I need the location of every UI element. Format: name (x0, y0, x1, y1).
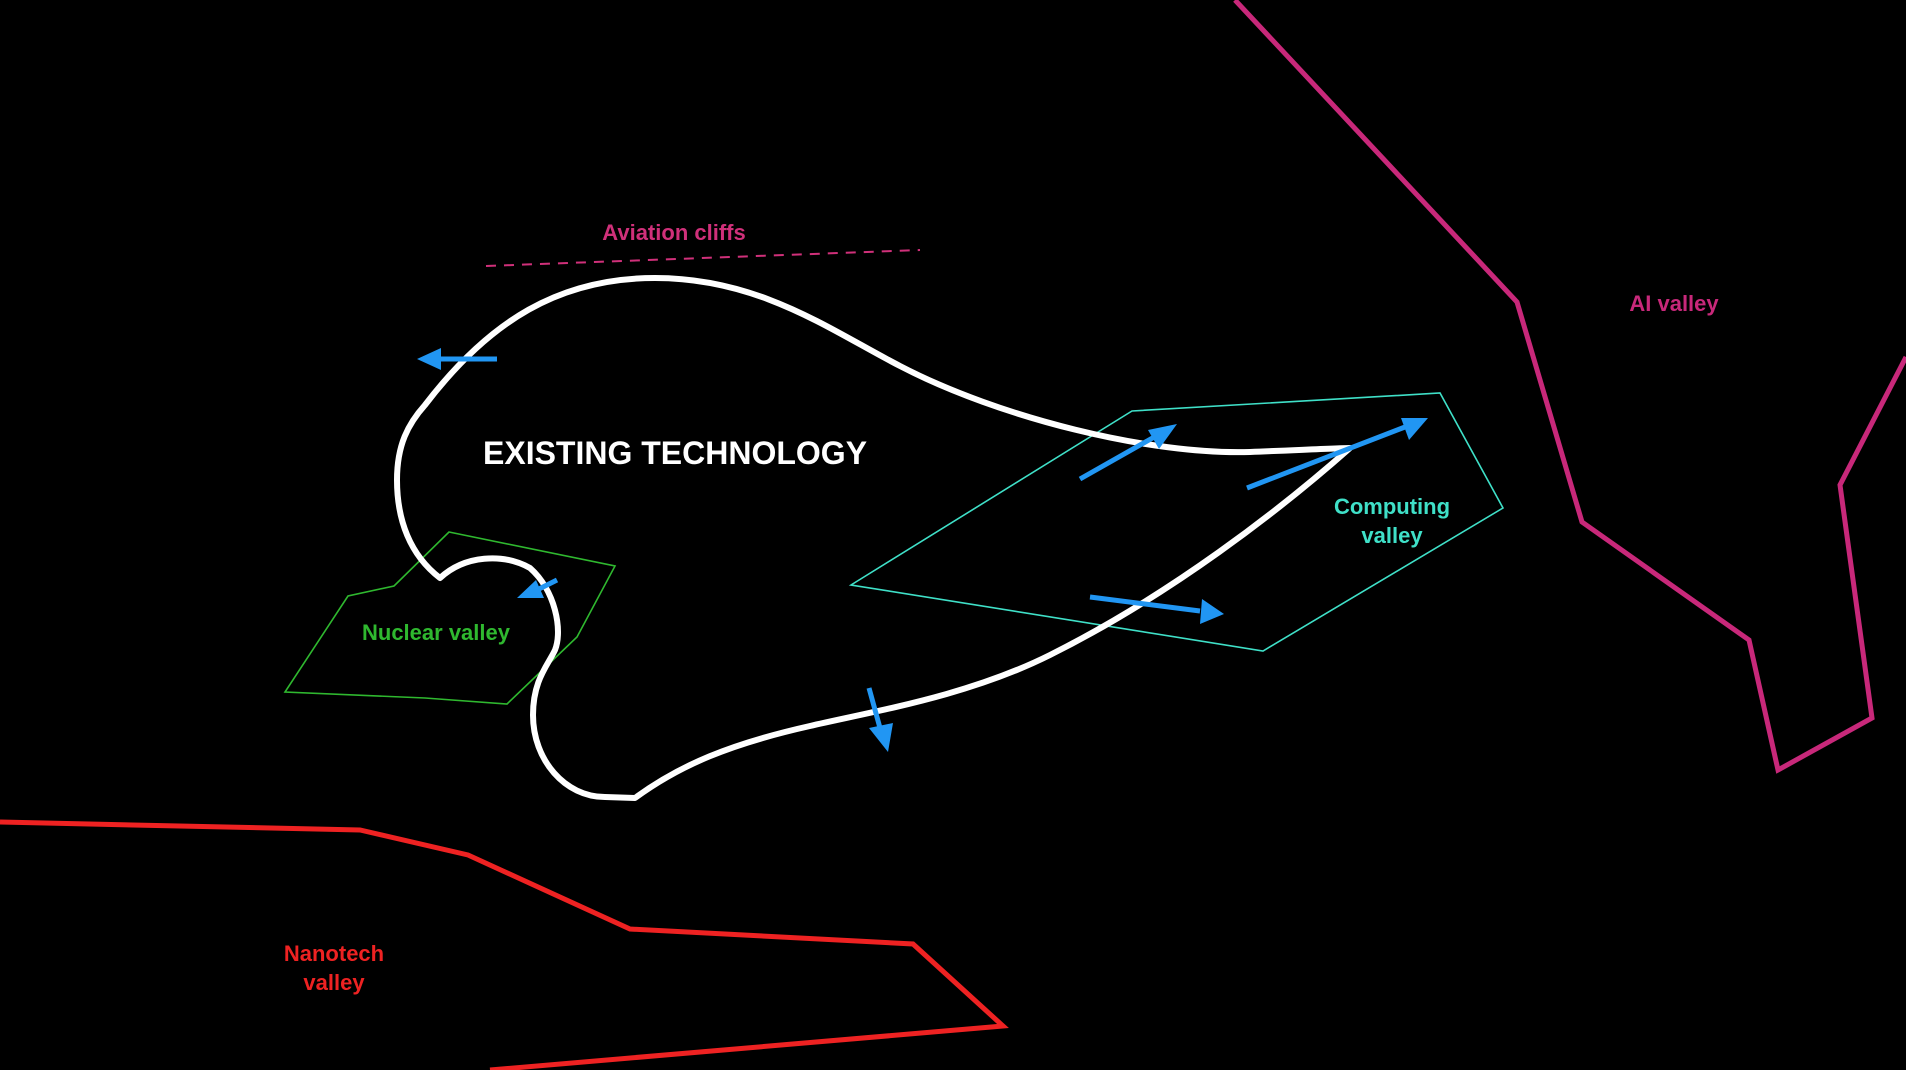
arrow-into-computing-upper (1078, 424, 1177, 482)
computing-valley-label-line2: valley (1361, 523, 1423, 548)
nuclear-valley-label: Nuclear valley (362, 620, 511, 645)
existing-technology-label: EXISTING TECHNOLOGY (483, 435, 867, 471)
ai-valley-boundary (1233, 0, 1906, 774)
nanotech-valley-boundary (0, 819, 1009, 1070)
nuclear-valley-region (283, 531, 617, 705)
existing-technology-boundary (394, 275, 1353, 801)
aviation-cliffs-line (485, 249, 921, 267)
nanotech-valley-label-line1: Nanotech (284, 941, 384, 966)
arrow-into-computing-lower (1089, 594, 1224, 624)
computing-valley-label-line1: Computing (1334, 494, 1450, 519)
arrow-expanding-left (417, 348, 497, 370)
nanotech-valley-label-line2: valley (303, 970, 365, 995)
expansion-arrows (417, 348, 1428, 752)
arrow-toward-nuclear-valley (517, 577, 559, 598)
ai-valley-label: AI valley (1629, 291, 1719, 316)
arrow-into-computing-right (1246, 418, 1428, 491)
aviation-cliffs-label: Aviation cliffs (602, 220, 745, 245)
computing-valley-region (848, 392, 1505, 652)
arrow-expanding-down (866, 687, 893, 752)
